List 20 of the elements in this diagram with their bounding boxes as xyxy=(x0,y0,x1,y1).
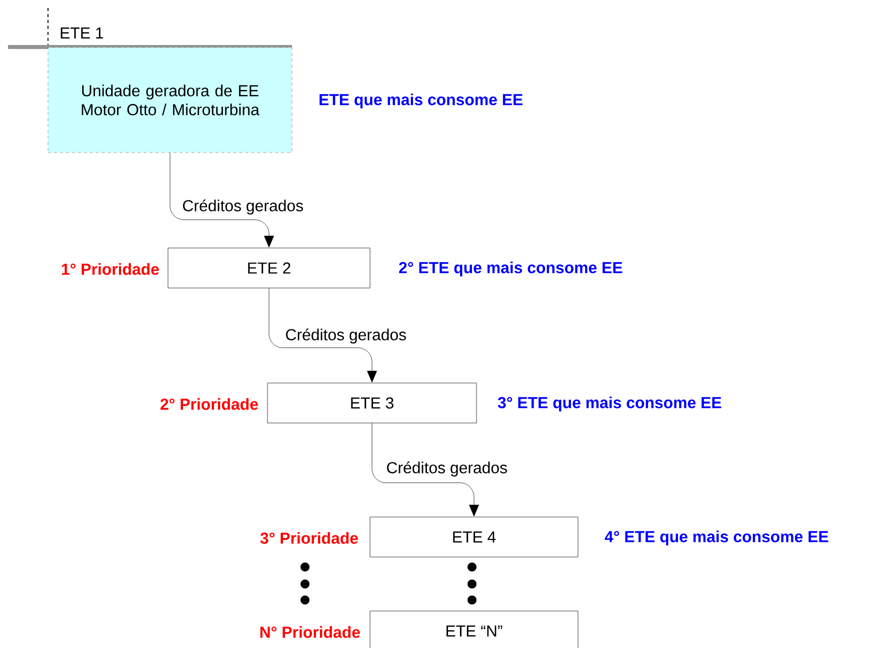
box-heading: ETE 1 xyxy=(60,28,104,38)
unit-box: Unidade geradora de EE Motor Otto / Microturbina xyxy=(48,47,292,153)
arrow xyxy=(170,152,274,248)
priority-label: 1° Prioridade xyxy=(62,263,159,275)
edge-label: Créditos gerados xyxy=(385,460,509,478)
consumption-label: 2° ETE que mais consome EE xyxy=(399,262,622,276)
edge-label: Créditos gerados xyxy=(181,198,305,216)
consumption-label: ETE que mais consome EE xyxy=(320,94,523,108)
consumption-label: 4° ETE que mais consome EE xyxy=(604,530,828,546)
arrow xyxy=(268,288,377,382)
consumption-label: 3° ETE que mais consome EE xyxy=(498,396,722,412)
process-box: ETE 3 xyxy=(267,382,477,424)
process-box: ETE 2 xyxy=(168,248,370,288)
priority-label: 2° Prioridade xyxy=(160,398,258,410)
edge-label: Créditos gerados xyxy=(284,327,408,345)
priority-label: 3° Prioridade xyxy=(260,532,358,544)
arrow xyxy=(372,423,479,516)
process-box: ETE 4 xyxy=(370,516,578,558)
priority-label: N° Prioridade xyxy=(260,626,360,638)
process-box: ETE “N” xyxy=(370,610,578,648)
